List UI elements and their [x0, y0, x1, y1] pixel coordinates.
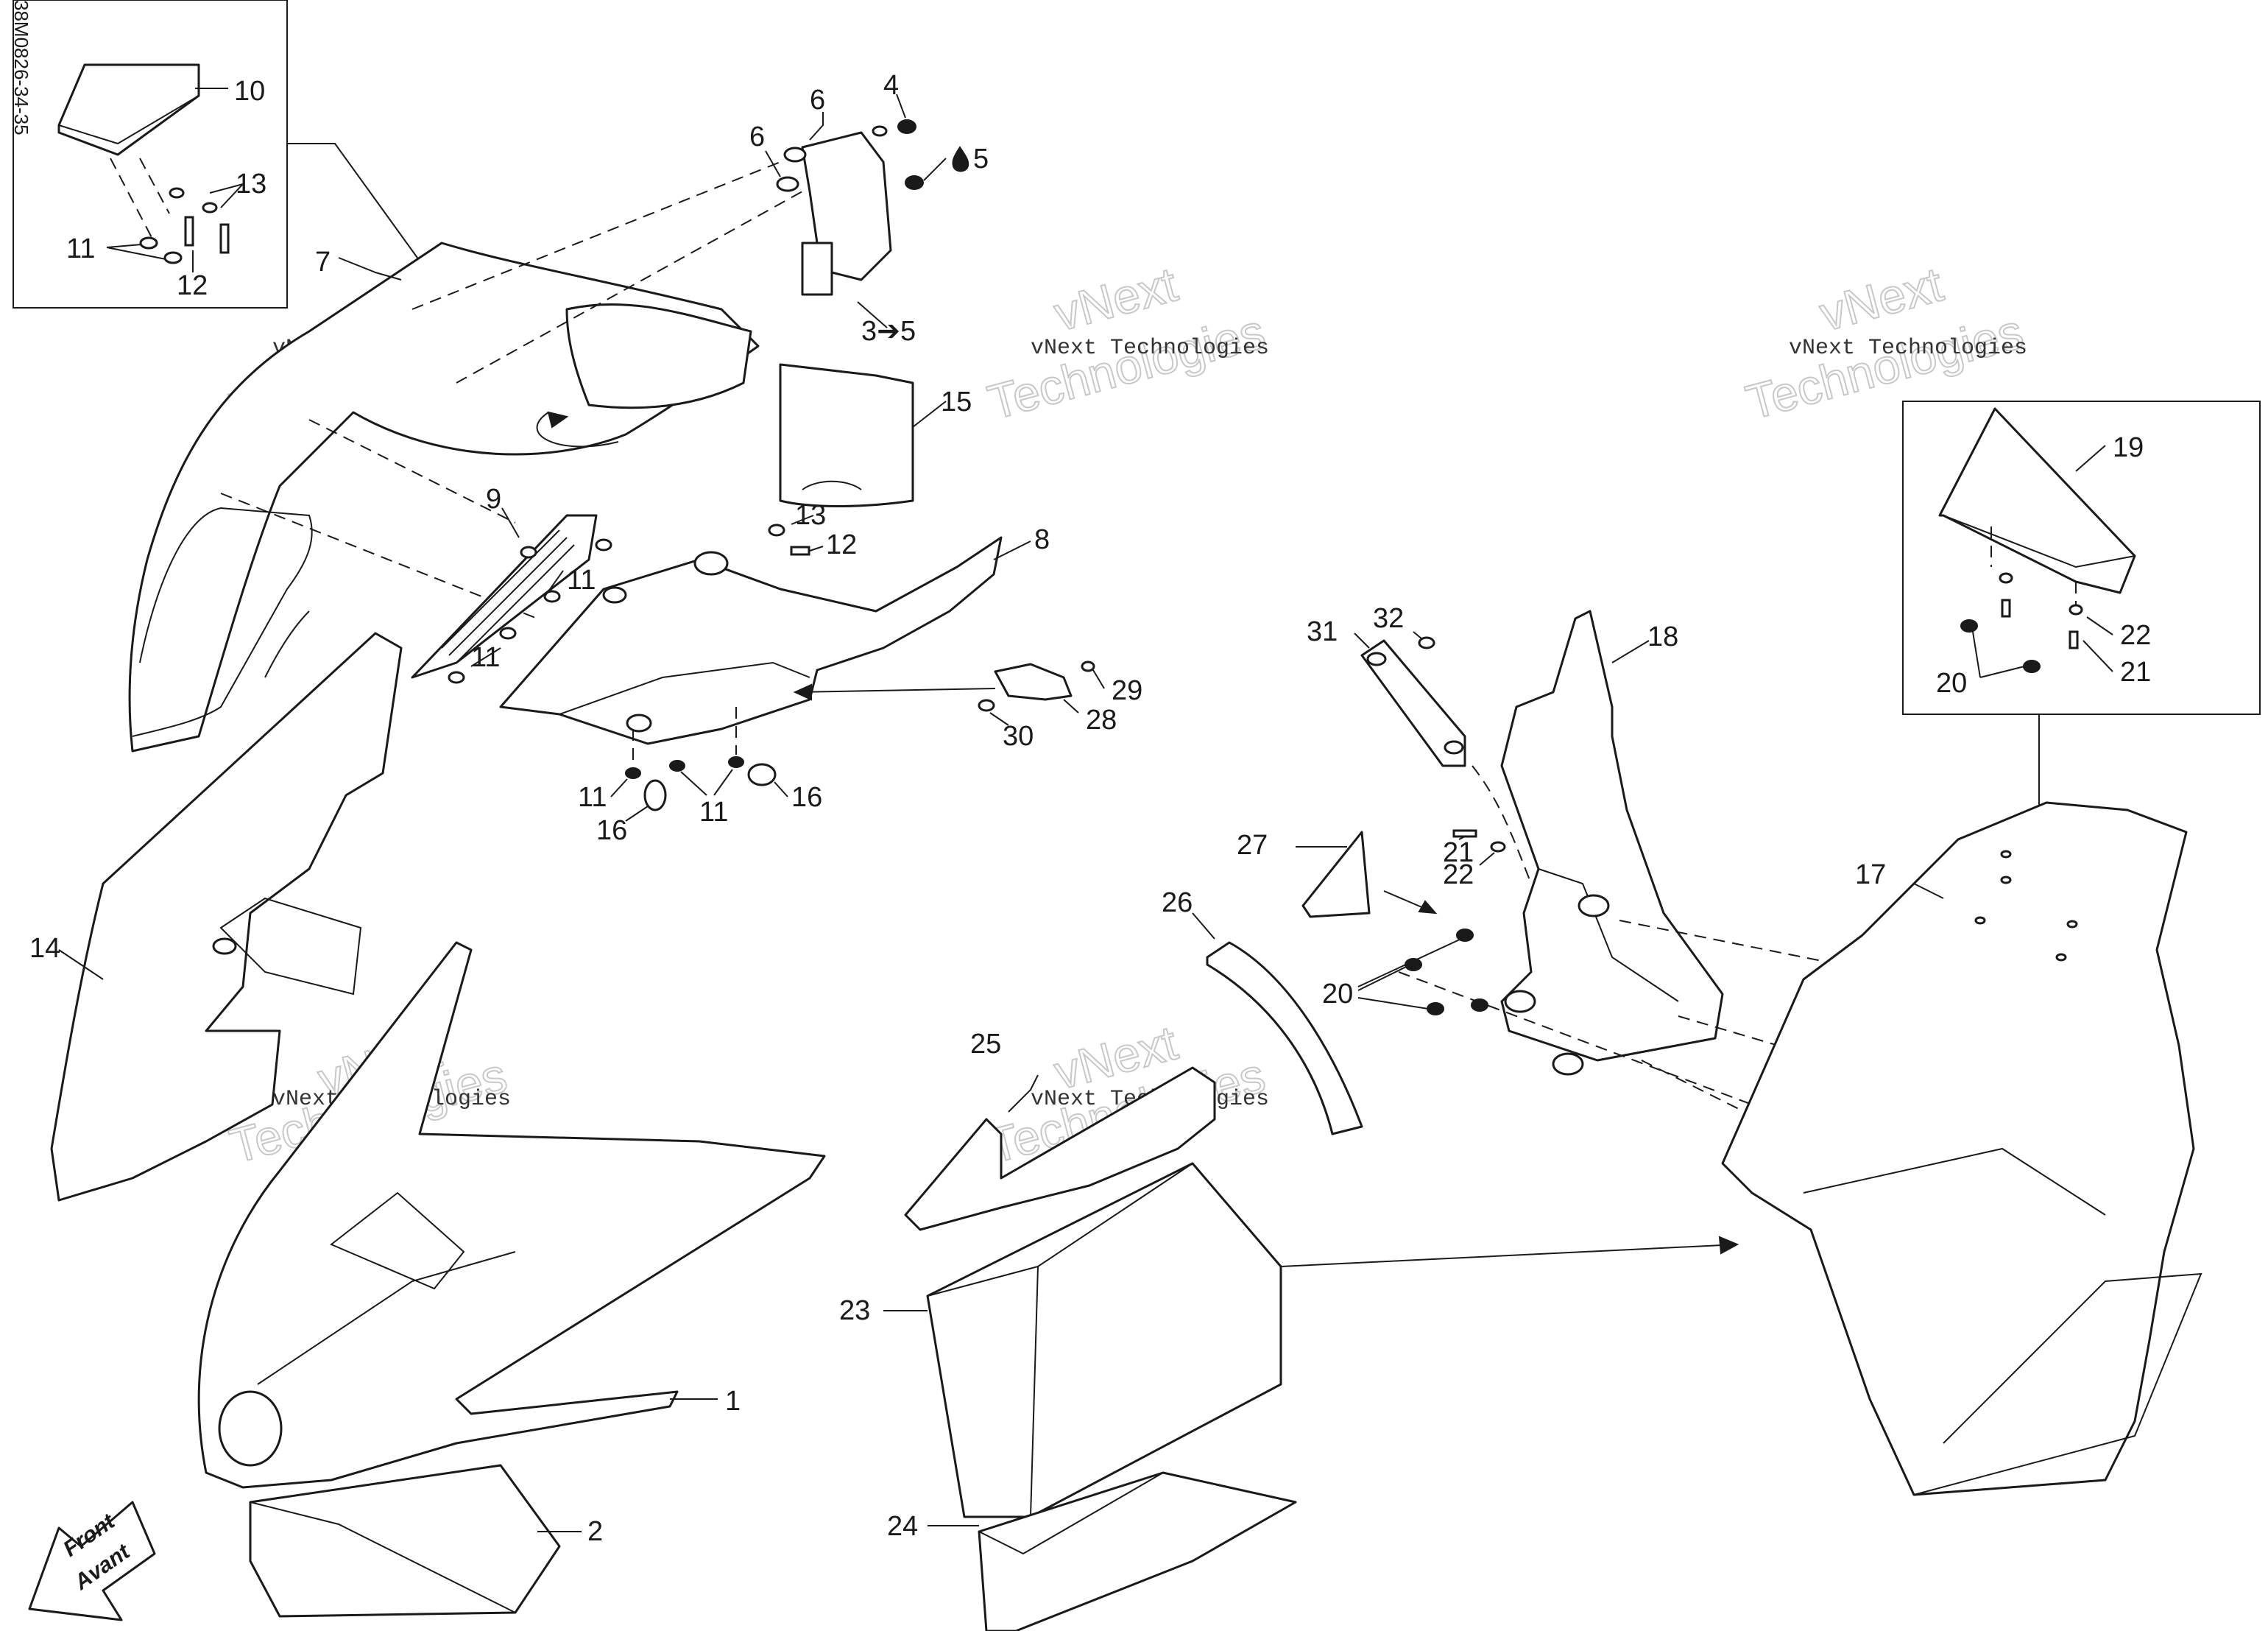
callout-31: 31 [1307, 616, 1338, 647]
callout-17: 17 [1855, 859, 1886, 890]
callout-16: 16 [791, 782, 822, 813]
callout-29: 29 [1112, 675, 1142, 706]
part-8-lower-console: 8 13 12 11 16 11 16 [499, 500, 1050, 846]
callout-22: 22 [2120, 620, 2151, 651]
callout-27: 27 [1237, 830, 1268, 861]
callout-11: 11 [699, 797, 728, 828]
callout-12: 12 [177, 270, 208, 301]
callout-14: 14 [29, 933, 60, 964]
callout-13: 13 [236, 169, 266, 200]
callout-12: 12 [826, 529, 857, 560]
callout-19: 19 [2113, 432, 2144, 463]
callout-32: 32 [1373, 603, 1404, 634]
parts-28-to-30: 29 28 30 [793, 660, 1142, 752]
callout-21: 21 [2120, 657, 2151, 688]
callout-15: 15 [941, 387, 972, 418]
part-9-grille: 9 11 11 [411, 484, 612, 684]
parts-3-to-6-bracket: 6 6 4 5 3➔5 [749, 70, 989, 347]
part-14-side-panel: 14 [29, 632, 403, 1202]
callout-24: 24 [887, 1511, 918, 1542]
part-17-side-fairing: 17 [1721, 801, 2202, 1496]
callout-4: 4 [883, 70, 899, 101]
callout-11: 11 [66, 233, 95, 264]
callout-20: 20 [1322, 979, 1353, 1010]
callout-16: 16 [596, 815, 627, 846]
callout-25: 25 [970, 1029, 1001, 1060]
part-24: 24 [887, 1471, 1297, 1631]
callout-5: 5 [973, 144, 989, 175]
callout-23: 23 [839, 1295, 870, 1326]
callout-6: 6 [810, 85, 825, 116]
front-direction-arrow: Front Avant [28, 1501, 156, 1621]
callout-9: 9 [486, 484, 501, 515]
callout-11: 11 [567, 565, 596, 596]
part-1-front-hood: 1 [197, 941, 826, 1489]
detail-box-part-10: 10 13 11 12 [13, 0, 432, 309]
callout-28: 28 [1086, 705, 1117, 736]
callout-1: 1 [725, 1386, 741, 1417]
callout-11: 11 [471, 642, 500, 673]
callout-11: 11 [578, 782, 607, 813]
part-15-panel: 15 [779, 363, 972, 507]
callout-8: 8 [1034, 524, 1050, 555]
callout-20: 20 [1936, 668, 1967, 699]
callout-6: 6 [749, 121, 765, 152]
watermark-small: vNext Technologies [1789, 336, 2027, 361]
callout-13: 13 [795, 500, 826, 531]
parts-31-32-strut: 31 32 [1307, 603, 1532, 884]
part-23: 23 [839, 1162, 1739, 1518]
part-7-upper-console: 7 [128, 161, 803, 753]
part-2-lower-nose: 2 [249, 1464, 603, 1618]
part-26: 26 [1162, 887, 1363, 1135]
callout-3-to-5: 3➔5 [861, 316, 916, 347]
part-25: 25 [904, 1029, 1216, 1231]
callout-2: 2 [587, 1516, 603, 1547]
part-18-bracket: 18 21 22 20 [1322, 610, 1841, 1113]
callout-10: 10 [234, 76, 265, 107]
callout-30: 30 [1003, 721, 1034, 752]
callout-26: 26 [1162, 887, 1193, 918]
part-10-trim [57, 63, 200, 156]
detail-box-part-19: 19 22 21 20 [1902, 401, 2261, 904]
watermark-small: vNext Technologies [1031, 336, 1269, 361]
callout-7: 7 [315, 247, 331, 278]
callout-18: 18 [1647, 621, 1678, 652]
part-27: 27 [1237, 830, 1438, 918]
callout-22: 22 [1443, 859, 1474, 890]
callout-21: 21 [1443, 837, 1474, 868]
